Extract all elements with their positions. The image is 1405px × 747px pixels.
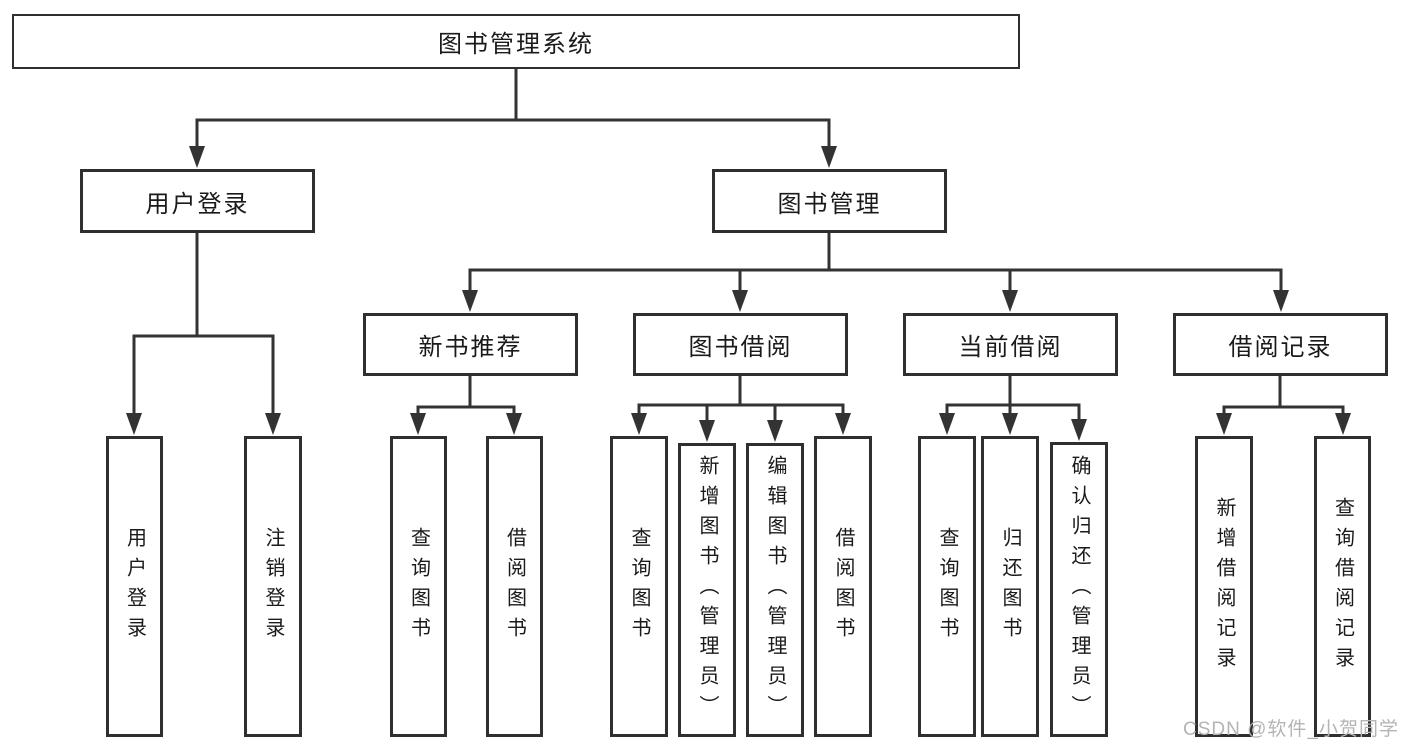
node-leaf-logout: 注销登录 [244, 436, 302, 737]
arrow-down-icon [1335, 413, 1351, 435]
arrow-down-icon [939, 413, 955, 435]
connector-current-borrowing-branch [945, 376, 1081, 421]
node-label: 归还图书 [999, 526, 1021, 647]
node-leaf-nb-borrow-books: 借阅图书 [486, 436, 543, 737]
arrow-down-icon [1071, 419, 1087, 441]
node-label: 当前借阅 [958, 334, 1063, 361]
arrow-down-icon [506, 413, 522, 435]
node-leaf-br-add-record: 新增借阅记录 [1195, 436, 1253, 737]
node-leaf-cb-return-books: 归还图书 [981, 436, 1039, 737]
node-current-borrowing: 当前借阅 [903, 313, 1118, 376]
arrow-down-icon [265, 413, 281, 435]
node-label: 图书管理系统 [438, 31, 594, 58]
connector-book-borrowing-branch [637, 376, 845, 422]
node-label: 编辑图书（管理员） [764, 455, 786, 725]
node-label: 注销登录 [262, 526, 284, 647]
node-borrowing-records: 借阅记录 [1173, 313, 1388, 376]
node-label: 用户登录 [145, 190, 250, 218]
node-label: 新增图书（管理员） [696, 455, 718, 725]
node-label: 用户登录 [123, 526, 146, 647]
node-leaf-bb-edit-books-admin: 编辑图书（管理员） [746, 443, 804, 737]
arrow-down-icon [1002, 413, 1018, 435]
connector-book-management-branch [468, 233, 1283, 292]
node-label: 图书借阅 [688, 334, 793, 361]
arrow-down-icon [1002, 290, 1018, 312]
node-label: 查询图书 [628, 526, 650, 647]
node-label: 查询图书 [936, 526, 958, 647]
node-label: 借阅记录 [1228, 334, 1333, 361]
node-label: 查询图书 [407, 526, 430, 647]
node-leaf-bb-add-books-admin: 新增图书（管理员） [678, 443, 736, 737]
node-label: 新书推荐 [418, 334, 523, 361]
node-leaf-br-query-record: 查询借阅记录 [1314, 436, 1371, 737]
node-user-login: 用户登录 [80, 169, 315, 233]
node-leaf-bb-borrow-books: 借阅图书 [814, 436, 872, 737]
node-leaf-nb-query-books: 查询图书 [390, 436, 447, 737]
node-leaf-cb-query-books: 查询图书 [918, 436, 976, 737]
connector-root-to-level2 [195, 69, 831, 148]
node-leaf-user-login: 用户登录 [106, 436, 163, 737]
watermark: CSDN @软件_小贺同学 [1183, 719, 1399, 740]
arrow-down-icon [1216, 413, 1232, 435]
node-leaf-cb-confirm-return-admin: 确认归还（管理员） [1050, 442, 1108, 737]
arrow-down-icon [1273, 290, 1289, 312]
arrow-down-icon [835, 413, 851, 435]
arrow-down-icon [821, 146, 837, 168]
node-book-management-system: 图书管理系统 [12, 14, 1020, 69]
node-label: 图书管理 [777, 190, 882, 218]
arrow-down-icon [631, 413, 647, 435]
arrow-down-icon [767, 420, 783, 442]
node-book-management: 图书管理 [712, 169, 947, 233]
node-label: 确认归还（管理员） [1068, 454, 1090, 725]
node-label: 新增借阅记录 [1213, 496, 1235, 677]
node-label: 借阅图书 [832, 526, 854, 647]
node-leaf-bb-query-books: 查询图书 [610, 436, 668, 737]
connector-new-book-branch [416, 376, 516, 415]
connector-user-login-branch [132, 233, 275, 415]
node-label: 借阅图书 [503, 526, 526, 647]
node-book-borrowing: 图书借阅 [633, 313, 848, 376]
arrowheads [126, 146, 1351, 442]
arrow-down-icon [699, 420, 715, 442]
arrow-down-icon [462, 290, 478, 312]
connector-borrowing-records-branch [1222, 376, 1345, 415]
arrow-down-icon [410, 413, 426, 435]
arrow-down-icon [126, 413, 142, 435]
node-label: 查询借阅记录 [1331, 496, 1354, 677]
node-new-book-recommendation: 新书推荐 [363, 313, 578, 376]
arrow-down-icon [732, 290, 748, 312]
connector-lines [132, 69, 1345, 422]
arrow-down-icon [189, 146, 205, 168]
